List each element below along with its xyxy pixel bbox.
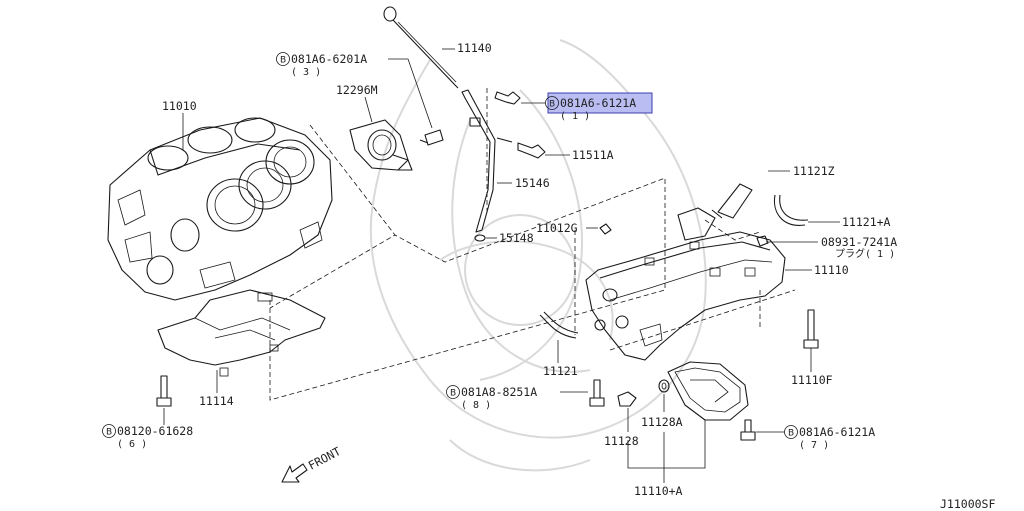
- svg-text:B: B: [106, 428, 112, 438]
- dipstick: [383, 6, 459, 89]
- svg-text:B: B: [788, 429, 794, 439]
- gasket-seal: [543, 311, 579, 334]
- drain-plug: [756, 235, 769, 247]
- qty-081a6-6121a-top: ( 1 ): [560, 111, 590, 122]
- label-081a6-6201a[interactable]: 081A6-6201A: [291, 52, 367, 66]
- drain-plug: [617, 379, 670, 407]
- label-11012g[interactable]: 11012G: [536, 221, 578, 235]
- label-11121-a[interactable]: 11121+A: [842, 215, 891, 229]
- label-11121[interactable]: 11121: [543, 364, 578, 378]
- qty-08120-61628: ( 6 ): [117, 439, 147, 450]
- label-11121z[interactable]: 11121Z: [793, 164, 835, 178]
- gasket-seal: [539, 314, 577, 339]
- selected-part-highlight: [547, 92, 653, 114]
- svg-text:B: B: [450, 389, 456, 399]
- oil-strainer: [599, 183, 753, 235]
- bolt-icon: [424, 129, 444, 146]
- bolt-icon: [803, 309, 819, 349]
- label-11110[interactable]: 11110: [814, 263, 849, 277]
- assembly-line: [269, 177, 666, 401]
- label-11128a[interactable]: 11128A: [641, 415, 683, 429]
- front-label: FRONT: [306, 444, 343, 473]
- plug-qty: プラグ( 1 ): [835, 247, 895, 260]
- label-08931-7241a[interactable]: 08931-7241A: [821, 235, 897, 249]
- bolt-icon: [156, 375, 756, 441]
- label-12296m[interactable]: 12296M: [336, 83, 378, 97]
- part-labels: 11010 11140 081A6-6201A ( 3 ) 12296M 081…: [117, 41, 995, 511]
- assembly-line: [609, 289, 796, 351]
- label-11110-a[interactable]: 11110+A: [634, 484, 683, 498]
- qty-081a6-6121a-bottom: ( 7 ): [799, 440, 829, 451]
- label-15148[interactable]: 15148: [499, 231, 534, 245]
- label-11140[interactable]: 11140: [457, 41, 492, 55]
- label-11128[interactable]: 11128: [604, 434, 639, 448]
- front-arrow-icon: [281, 463, 308, 483]
- label-081a6-6121a-bottom[interactable]: 081A6-6121A: [799, 425, 875, 439]
- qty-081a8-8251a: ( 8 ): [461, 400, 491, 411]
- bolt-prefix-badges: B B B B B: [102, 52, 798, 439]
- label-11114[interactable]: 11114: [199, 394, 234, 408]
- svg-text:B: B: [549, 100, 555, 110]
- label-15146[interactable]: 15146: [515, 176, 550, 190]
- o-ring: [773, 194, 806, 226]
- assembly-line: [704, 219, 761, 241]
- bolt-icon: [419, 139, 429, 144]
- oil-pan-lower: [667, 361, 749, 421]
- diagram-code: J11000SF: [940, 497, 995, 511]
- o-ring: [779, 194, 809, 221]
- oil-pan-upper: [585, 207, 786, 361]
- label-11010[interactable]: 11010: [162, 99, 197, 113]
- label-11511a[interactable]: 11511A: [572, 148, 614, 162]
- gasket: [349, 119, 413, 171]
- bolt-icon: [494, 91, 546, 159]
- label-11110f[interactable]: 11110F: [791, 373, 833, 387]
- leader-lines: [163, 48, 840, 483]
- qty-081a6-6201a: ( 3 ): [291, 67, 321, 78]
- watermark-emblem: [369, 39, 707, 472]
- dipstick-tube: [461, 89, 513, 242]
- baffle-plate: [157, 289, 326, 377]
- svg-text:B: B: [280, 56, 286, 66]
- label-08120-61628[interactable]: 08120-61628: [117, 424, 193, 438]
- cylinder-block: [107, 117, 333, 301]
- label-081a8-8251a[interactable]: 081A8-8251A: [461, 385, 537, 399]
- label-081a6-6121a-top[interactable]: 081A6-6121A: [560, 96, 636, 110]
